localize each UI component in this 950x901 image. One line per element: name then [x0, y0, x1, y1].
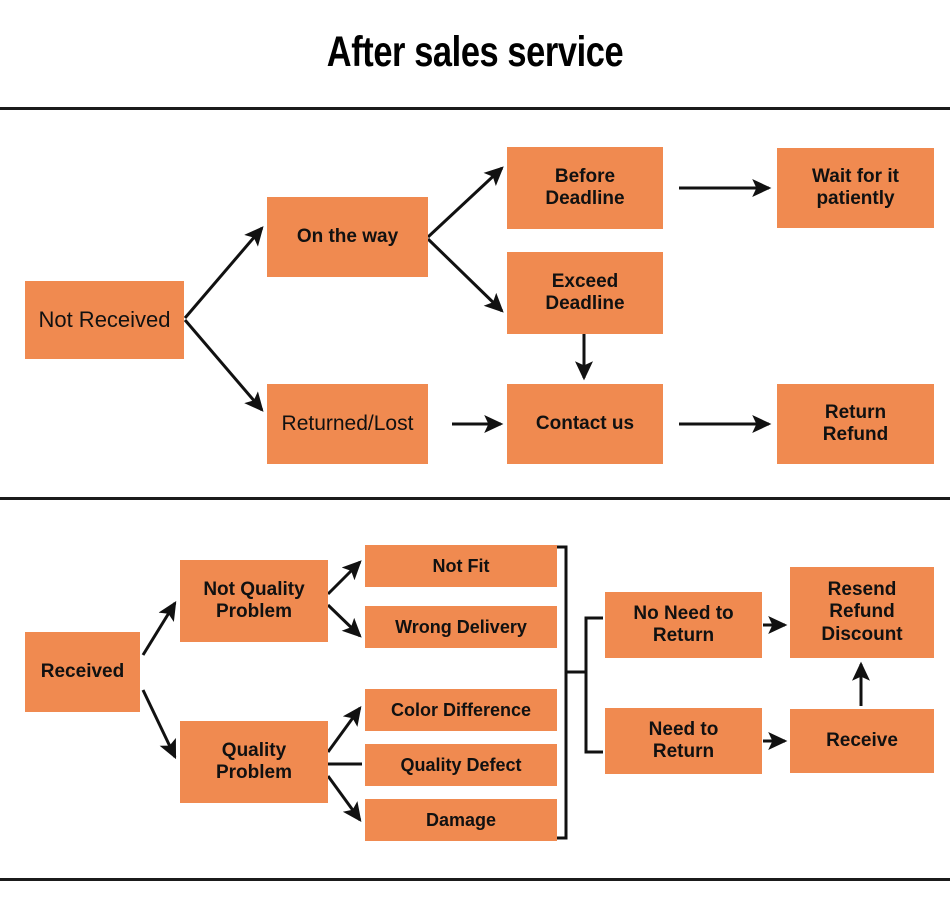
node-no-need-to-return[interactable]: No Need to Return	[605, 592, 762, 658]
node-returned-lost[interactable]: Returned/Lost	[267, 384, 428, 464]
node-wrong-delivery[interactable]: Wrong Delivery	[365, 606, 557, 648]
edge-notreceived-ontheway	[183, 226, 264, 319]
edge-notreceived-returnedlost	[183, 319, 264, 412]
edge-qualityproblem-colordifference	[326, 706, 362, 753]
edge-ontheway-exceeddeadline	[426, 237, 504, 313]
divider-middle	[0, 497, 950, 500]
node-resend-refund-discount[interactable]: Resend Refund Discount	[790, 567, 934, 658]
bracket-reasons	[553, 545, 568, 840]
node-quality-defect[interactable]: Quality Defect	[365, 744, 557, 786]
divider-bottom	[0, 878, 950, 881]
node-received[interactable]: Received	[25, 632, 140, 712]
node-not-quality-problem[interactable]: Not Quality Problem	[180, 560, 328, 642]
edge-received-qualityproblem	[141, 689, 177, 760]
bracket-return-options	[584, 616, 603, 754]
node-not-received[interactable]: Not Received	[25, 281, 184, 359]
node-exceed-deadline[interactable]: Exceed Deadline	[507, 252, 663, 334]
node-contact-us[interactable]: Contact us	[507, 384, 663, 464]
edge-received-notqualityproblem	[141, 600, 177, 656]
node-before-deadline[interactable]: Before Deadline	[507, 147, 663, 229]
node-return-refund[interactable]: Return Refund	[777, 384, 934, 464]
node-color-difference[interactable]: Color Difference	[365, 689, 557, 731]
page-title: After sales service	[326, 28, 624, 76]
edge-ontheway-beforedeadline	[426, 166, 504, 239]
edge-notqualityproblem-notfit	[326, 560, 362, 596]
node-need-to-return[interactable]: Need to Return	[605, 708, 762, 774]
divider-top	[0, 107, 950, 110]
node-not-fit[interactable]: Not Fit	[365, 545, 557, 587]
node-on-the-way[interactable]: On the way	[267, 197, 428, 277]
node-receive[interactable]: Receive	[790, 709, 934, 773]
node-damage[interactable]: Damage	[365, 799, 557, 841]
edge-notqualityproblem-wrongdelivery	[326, 603, 362, 638]
node-wait-for-it-patiently[interactable]: Wait for it patiently	[777, 148, 934, 228]
edge-qualityproblem-damage	[326, 775, 362, 822]
node-quality-problem[interactable]: Quality Problem	[180, 721, 328, 803]
